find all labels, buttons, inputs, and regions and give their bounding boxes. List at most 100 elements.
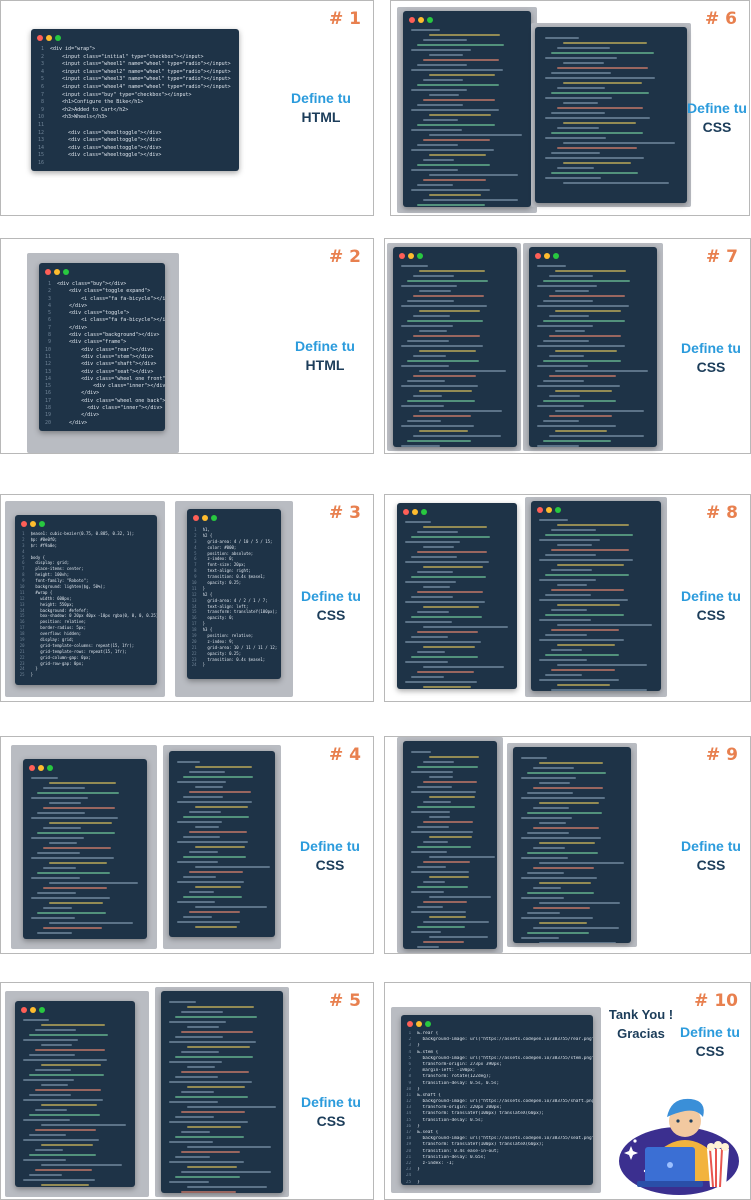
code-placeholder-line bbox=[29, 1074, 104, 1076]
code-placeholder-line bbox=[43, 787, 86, 789]
code-line: 6 <i class="fa fa-bicycle"></i> bbox=[47, 317, 165, 324]
code-placeholder-line bbox=[181, 1131, 211, 1133]
code-window-css-2 bbox=[513, 747, 631, 943]
code-placeholder-line bbox=[195, 826, 219, 828]
code-placeholder-line bbox=[423, 546, 455, 548]
code-placeholder-line bbox=[527, 772, 607, 774]
code-placeholder-line bbox=[189, 851, 218, 853]
code-placeholder-line bbox=[551, 529, 597, 531]
code-placeholder-line bbox=[37, 872, 111, 874]
code-line: 20 grid-template-columns: repeat(15, 1fr… bbox=[19, 642, 135, 648]
code-line: 14 <div class="wheeltoggle"></div> bbox=[37, 144, 162, 151]
code-line: 2$p: #0e0f0; bbox=[22, 536, 58, 542]
code-placeholder-line bbox=[549, 415, 612, 417]
code-placeholder-line bbox=[539, 922, 587, 924]
code-placeholder-line bbox=[563, 162, 631, 164]
code-placeholder-line bbox=[401, 405, 445, 407]
code-placeholder-line bbox=[417, 104, 463, 106]
code-placeholder-line bbox=[411, 811, 451, 813]
code-placeholder-line bbox=[527, 912, 561, 914]
code-placeholder-line bbox=[533, 927, 620, 929]
code-line: 4&.stem { bbox=[408, 1049, 439, 1055]
code-placeholder-line bbox=[31, 817, 119, 819]
code-placeholder-line bbox=[417, 571, 454, 573]
code-placeholder-line bbox=[49, 882, 138, 884]
code-placeholder-line bbox=[539, 679, 620, 681]
code-placeholder-line bbox=[533, 807, 570, 809]
code-placeholder-line bbox=[545, 117, 650, 119]
code-placeholder-line bbox=[417, 44, 504, 46]
code-line: 2 <div class="toggle expand"> bbox=[47, 288, 151, 295]
code-placeholder-line bbox=[423, 901, 467, 903]
code-placeholder-line bbox=[563, 62, 604, 64]
code-placeholder-line bbox=[29, 1094, 71, 1096]
code-placeholder-line bbox=[539, 882, 591, 884]
code-line: 15 <div class="inner"></div> bbox=[44, 383, 165, 390]
code-placeholder-line bbox=[419, 370, 506, 372]
code-placeholder-line bbox=[405, 581, 456, 583]
card-10: # 10 1&.rear {2 background-image: url("h… bbox=[384, 982, 751, 1200]
code-lines: 1$ease1: cubic-bezier(0.75, 0.885, 0.32,… bbox=[19, 531, 157, 685]
thank-you-text: Tank You ! Gracias bbox=[608, 1007, 674, 1041]
code-placeholder-line bbox=[539, 842, 596, 844]
code-window-html: 1<div class="buy"></div>2 <div class="to… bbox=[39, 263, 165, 431]
code-placeholder-line bbox=[411, 109, 499, 111]
code-window-css-1 bbox=[403, 11, 531, 207]
code-placeholder-line bbox=[177, 821, 223, 823]
code-placeholder-line bbox=[557, 147, 638, 149]
code-placeholder-line bbox=[549, 375, 617, 377]
code-placeholder-line bbox=[423, 666, 505, 668]
code-placeholder-line bbox=[181, 1071, 250, 1073]
code-placeholder-line bbox=[49, 782, 116, 784]
code-placeholder-line bbox=[533, 847, 566, 849]
code-placeholder-line bbox=[537, 385, 621, 387]
code-placeholder-line bbox=[417, 204, 486, 206]
code-placeholder-line bbox=[417, 164, 490, 166]
code-placeholder-line bbox=[195, 866, 271, 868]
code-placeholder-line bbox=[413, 415, 472, 417]
code-placeholder-line bbox=[23, 1019, 49, 1021]
code-placeholder-line bbox=[35, 1109, 68, 1111]
code-placeholder-line bbox=[169, 1001, 196, 1003]
code-placeholder-line bbox=[177, 861, 219, 863]
code-placeholder-line bbox=[183, 876, 217, 878]
code-window-css-2 bbox=[529, 247, 657, 447]
code-placeholder-line bbox=[411, 676, 445, 678]
code-window-html: 1<div id="wrap">2 <input class="initial"… bbox=[31, 29, 239, 171]
code-placeholder-line bbox=[175, 1156, 210, 1158]
code-placeholder-line bbox=[411, 596, 453, 598]
code-placeholder-line bbox=[177, 841, 248, 843]
code-placeholder-line bbox=[177, 881, 245, 883]
card-number: # 8 bbox=[706, 503, 738, 523]
code-line: 9 transition: 0.4s $ease1; bbox=[194, 574, 266, 580]
code-line: 5 <div class="toggle"> bbox=[47, 310, 130, 317]
code-line: 18 background-image: url("https://assets… bbox=[405, 1136, 593, 1142]
window-controls bbox=[37, 35, 61, 41]
code-placeholder-line bbox=[407, 340, 450, 342]
code-placeholder-line bbox=[555, 390, 612, 392]
code-placeholder-line bbox=[429, 134, 523, 136]
code-line: 7 </div> bbox=[47, 324, 88, 331]
code-placeholder-line bbox=[521, 817, 572, 819]
code-window-css: 1&.rear {2 background-image: url("https:… bbox=[401, 1015, 593, 1185]
code-placeholder-line bbox=[527, 832, 569, 834]
code-placeholder-line bbox=[183, 776, 253, 778]
code-placeholder-line bbox=[555, 290, 590, 292]
code-placeholder-line bbox=[37, 852, 81, 854]
code-placeholder-line bbox=[549, 315, 589, 317]
code-placeholder-line bbox=[411, 129, 463, 131]
code-placeholder-line bbox=[195, 846, 245, 848]
code-line: 16} bbox=[405, 1123, 420, 1129]
code-placeholder-line bbox=[539, 862, 625, 864]
code-line: 13 height: 550px; bbox=[19, 601, 74, 607]
code-line: 8 height: 100vh; bbox=[22, 572, 70, 578]
code-placeholder-line bbox=[557, 87, 605, 89]
code-placeholder-line bbox=[183, 896, 242, 898]
code-placeholder-line bbox=[411, 831, 473, 833]
code-line: 8 <h1>Configure the Bike</h1> bbox=[40, 99, 144, 106]
code-placeholder-line bbox=[557, 544, 592, 546]
code-placeholder-line bbox=[557, 127, 600, 129]
